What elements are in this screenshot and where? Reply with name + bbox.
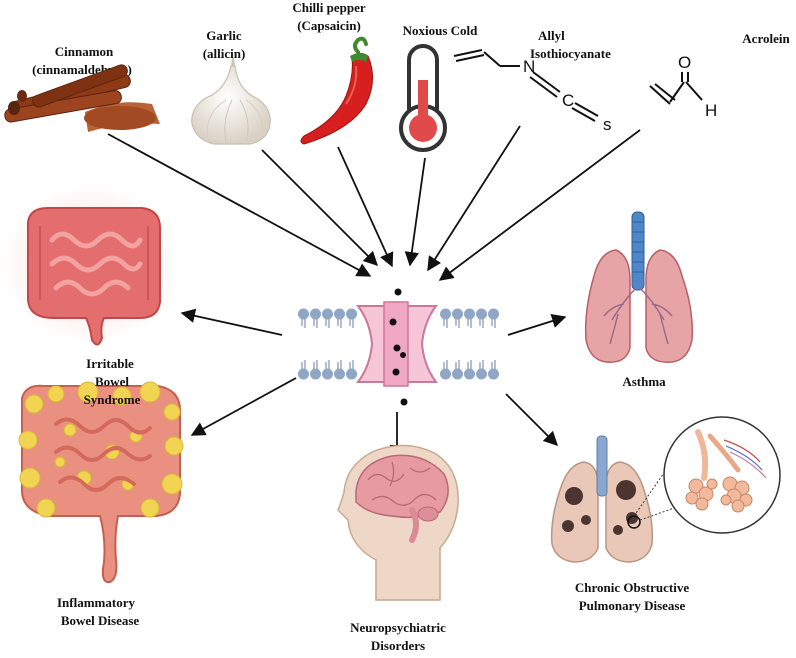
noxious-cold-label: Noxious Cold	[403, 23, 479, 38]
arrow-acrolein-to-channel	[438, 129, 641, 281]
ibs-label-line2: Bowel	[95, 374, 129, 389]
allyl-isothiocyanate-label: Allyl Isothiocyanate	[530, 28, 611, 61]
allyl-label-line1: Allyl	[538, 28, 565, 43]
ibd-label-line2: Bowel Disease	[61, 613, 140, 628]
copd-lungs-icon	[550, 435, 681, 563]
lipid-bilayer	[298, 308, 499, 380]
garlic-label: Garlic (allicin)	[203, 28, 246, 61]
ibd-label-line1: Inflammatory	[57, 595, 135, 610]
arrow-channel-to-asthma	[507, 314, 567, 336]
garlic-label-line1: Garlic	[206, 28, 242, 43]
ibs-label-line3: Syndrome	[84, 392, 141, 407]
arrow-garlic-to-channel	[261, 149, 379, 267]
ions	[389, 288, 408, 406]
chilli-label: Chilli pepper (Capsaicin)	[292, 0, 366, 33]
ibs-intestine-icon	[0, 182, 180, 346]
allyl-c-atom: C	[562, 91, 574, 110]
acrolein-label-line1: Acrolein	[742, 31, 790, 46]
allyl-isothiocyanate-structure	[453, 49, 599, 122]
arrow-chilli-to-channel	[337, 146, 394, 268]
neuro-label: Neuropsychiatric Disorders	[350, 620, 446, 653]
copd-label: Chronic Obstructive Pulmonary Disease	[575, 580, 689, 613]
asthma-label-line1: Asthma	[622, 374, 666, 389]
ibs-label-line1: Irritable	[86, 356, 134, 371]
neuro-label-line1: Neuropsychiatric	[350, 620, 446, 635]
asthma-label: Asthma	[622, 374, 666, 389]
ibd-intestine-icon	[18, 381, 184, 584]
arrow-channel-to-ibs	[180, 308, 283, 336]
acrolein-label: Acrolein	[742, 31, 790, 46]
chilli-label-line2: (Capsaicin)	[297, 18, 361, 33]
garlic-icon	[191, 58, 271, 145]
arrow-channel-to-copd	[505, 393, 559, 447]
arrow-allyl-to-channel	[427, 125, 521, 272]
arrow-cinnamon-to-channel	[107, 133, 372, 277]
noxious-cold-label-line1: Noxious Cold	[403, 23, 479, 38]
neuro-head-brain-icon	[337, 444, 459, 601]
channel-pore	[383, 301, 409, 387]
chilli-icon	[300, 36, 373, 145]
neuro-label-line2: Disorders	[371, 638, 425, 653]
arrow-cold-to-channel	[404, 157, 426, 267]
acrolein-structure	[649, 72, 703, 105]
chilli-label-line1: Chilli pepper	[292, 0, 366, 15]
allyl-n-atom: N	[523, 57, 535, 76]
allyl-s-atom: s	[603, 115, 612, 134]
garlic-label-line2: (allicin)	[203, 46, 246, 61]
ibs-label: Irritable Bowel Syndrome	[84, 356, 141, 407]
allyl-label-line2: Isothiocyanate	[530, 46, 611, 61]
cinnamon-icon	[4, 64, 160, 132]
ibd-label: Inflammatory Bowel Disease	[57, 595, 139, 628]
copd-label-line1: Chronic Obstructive	[575, 580, 689, 595]
copd-label-line2: Pulmonary Disease	[579, 598, 686, 613]
trpa1-channel-membrane	[298, 288, 499, 406]
arrow-channel-to-ibd	[190, 377, 297, 436]
acrolein-o-atom: O	[678, 53, 691, 72]
alveoli-inset-icon	[663, 416, 781, 534]
trigger-arrows	[107, 125, 641, 281]
thermometer-icon	[399, 44, 447, 152]
acrolein-h-atom: H	[705, 101, 717, 120]
asthma-lungs-icon	[584, 211, 694, 363]
cinnamon-label-line1: Cinnamon	[55, 44, 114, 59]
